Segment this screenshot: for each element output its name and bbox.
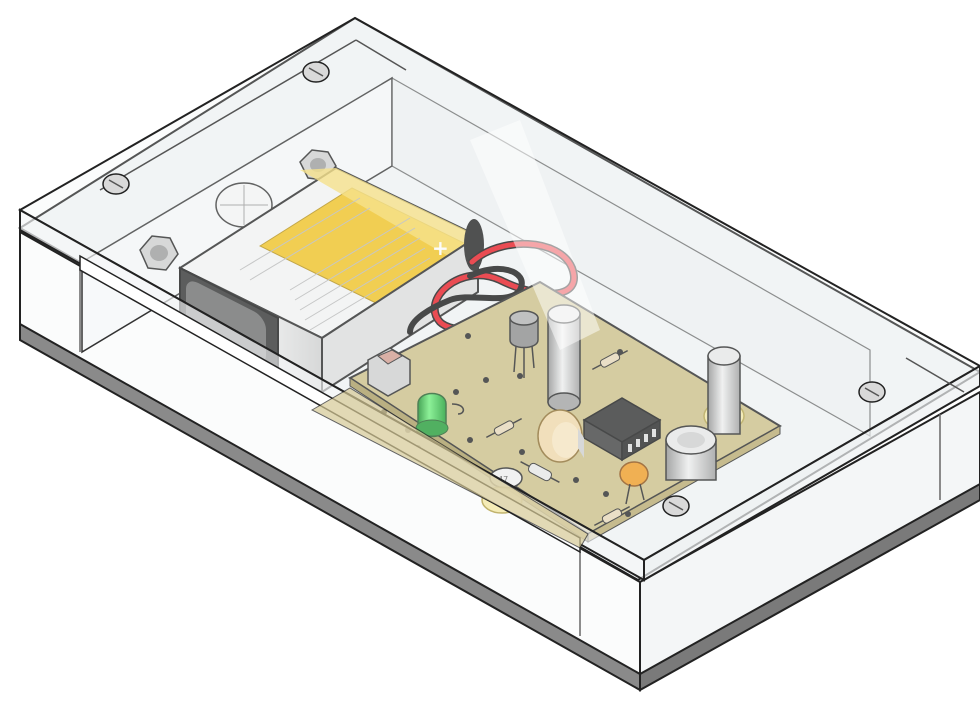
- resistor: [591, 349, 629, 371]
- negative-wire: [407, 266, 525, 335]
- battery-polarity-mark: +: [432, 236, 449, 260]
- resistor: [593, 505, 631, 527]
- ceramic-capacitor: [619, 461, 649, 505]
- screw-icon: [102, 173, 130, 195]
- slide-switch: [367, 347, 411, 397]
- green-led: [415, 392, 465, 438]
- screw-icon: [302, 61, 330, 83]
- battery-9v: +: [177, 166, 484, 394]
- resistor: [485, 417, 523, 439]
- electrolytic-capacitor: [665, 425, 717, 481]
- screw-icon: [858, 381, 886, 403]
- piezo-speaker: [537, 409, 583, 463]
- electrolytic-capacitor: [707, 346, 741, 435]
- hex-nut-icon: [139, 235, 179, 271]
- front-panel-edge: [79, 254, 589, 554]
- transistor: [509, 310, 539, 378]
- capacitor-label: 47: [498, 475, 508, 484]
- enclosure-front-wall: [19, 230, 980, 676]
- hex-nut-icon: [299, 149, 337, 181]
- screw-icon: [662, 495, 690, 517]
- resistor: [520, 461, 560, 483]
- ic-chip: [578, 397, 662, 462]
